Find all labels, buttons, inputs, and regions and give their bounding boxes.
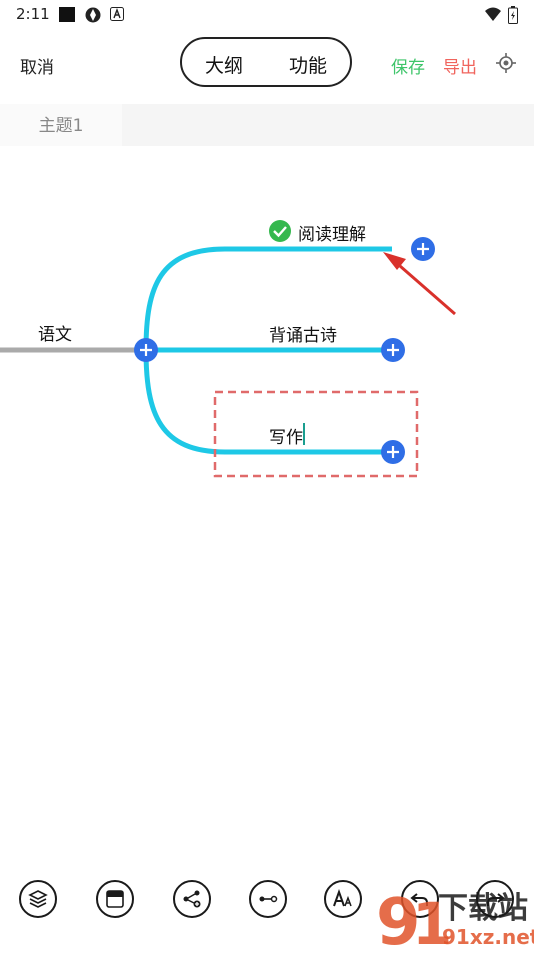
svg-text:下载站: 下载站	[438, 891, 528, 926]
annotation-arrow-shaft	[399, 264, 456, 316]
cancel-button[interactable]: 取消	[20, 58, 54, 78]
selection-box	[213, 390, 419, 478]
svg-text:91xz.net: 91xz.net	[442, 925, 534, 949]
child-node-label-1[interactable]: 阅读理解	[298, 225, 366, 245]
layers-icon[interactable]	[19, 880, 57, 918]
text-style-icon[interactable]	[324, 880, 362, 918]
add-child-icon-2	[381, 338, 405, 362]
site-watermark: 9 1 下载站 91xz.net	[374, 878, 534, 954]
sync-icon	[84, 6, 102, 28]
check-icon	[269, 220, 291, 242]
add-child-icon-3	[381, 440, 405, 464]
add-child-icon-1	[411, 237, 435, 261]
wifi-icon	[484, 6, 502, 26]
layout-icon[interactable]	[96, 880, 134, 918]
save-button[interactable]: 保存	[391, 58, 425, 78]
mindmap-svg	[0, 220, 456, 478]
branch-line-1	[143, 246, 392, 351]
undo-icon[interactable]	[401, 880, 439, 918]
status-time: 2:11	[16, 5, 50, 23]
app-a-icon	[110, 6, 124, 25]
watermark-logo: 9 1 下载站 91xz.net	[376, 886, 534, 954]
redo-icon[interactable]	[476, 880, 514, 918]
add-branch-icon[interactable]	[173, 880, 211, 918]
topic-tab-strip: 主题1	[0, 104, 534, 146]
mode-toggle: 大纲 功能	[180, 37, 352, 87]
battery-icon	[508, 6, 518, 28]
annotation-arrow-head	[383, 252, 406, 270]
bottom-toolbar	[0, 876, 534, 926]
mindmap-canvas[interactable]: 语文 阅读理解 背诵古诗 写作	[0, 146, 534, 866]
root-node-label[interactable]: 语文	[38, 325, 72, 345]
svg-text:9: 9	[376, 886, 421, 950]
locate-icon[interactable]	[495, 52, 517, 74]
notification-square-icon	[58, 6, 76, 26]
status-bar: 2:11	[0, 0, 534, 28]
tab-outline[interactable]: 大纲	[205, 55, 244, 77]
connector-icon[interactable]	[249, 880, 287, 918]
tab-topic-1[interactable]: 主题1	[0, 104, 122, 146]
top-bar: 取消 大纲 功能 保存 导出	[0, 36, 534, 92]
tab-feature[interactable]: 功能	[289, 55, 328, 77]
root-add-icon	[134, 338, 158, 362]
child-node-label-3[interactable]: 写作	[269, 428, 303, 448]
child-node-label-2[interactable]: 背诵古诗	[269, 326, 337, 346]
svg-text:1: 1	[412, 890, 452, 950]
export-button[interactable]: 导出	[443, 58, 477, 78]
